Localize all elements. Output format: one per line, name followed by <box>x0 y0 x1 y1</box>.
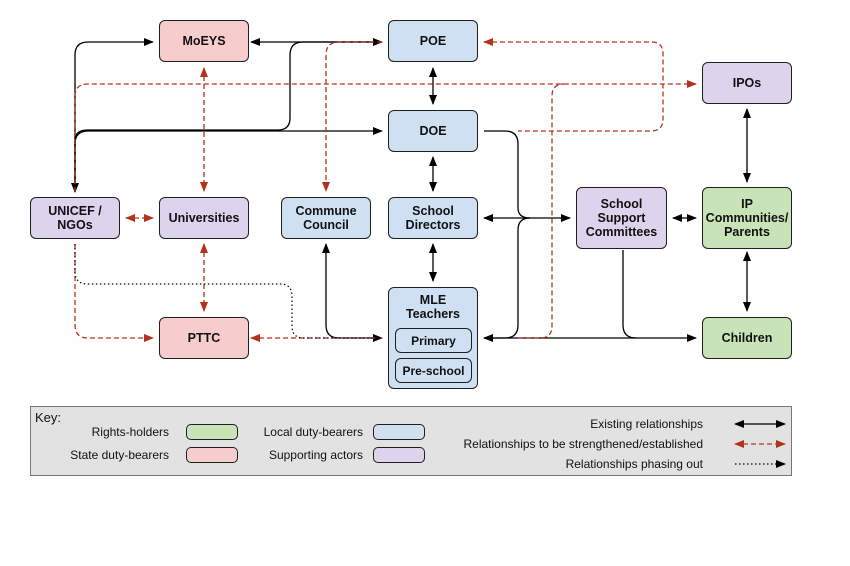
node-ip-communities-parents: IP Communities/ Parents <box>702 187 792 249</box>
node-ipos: IPOs <box>702 62 792 104</box>
node-universities: Universities <box>159 197 249 239</box>
node-school-directors: School Directors <box>388 197 478 239</box>
legend-local-duty-bearers-swatch <box>373 424 425 440</box>
legend-state-duty-bearers-label: State duty-bearers <box>70 448 169 462</box>
edge-unicef-doe <box>74 127 383 192</box>
mle-teachers-title: MLE Teachers <box>406 293 460 321</box>
legend-rights-holders-swatch <box>186 424 238 440</box>
legend-title: Key: <box>35 410 62 425</box>
node-commune-council: Commune Council <box>281 197 371 239</box>
mle-preschool: Pre-school <box>395 358 472 383</box>
node-children: Children <box>702 317 792 359</box>
edge-doe-ssc <box>484 130 531 219</box>
mle-primary: Primary <box>395 328 472 353</box>
node-moeys: MoEYS <box>159 20 249 62</box>
legend-rights-holders-label: Rights-holders <box>91 425 169 439</box>
edge-ssc-children <box>622 250 637 339</box>
edge-unicef-ipos <box>74 80 697 192</box>
legend-existing-label: Existing relationships <box>590 417 703 431</box>
node-pttc: PTTC <box>159 317 249 359</box>
node-poe: POE <box>388 20 478 62</box>
edge-commune-mle <box>322 243 383 342</box>
legend-strengthened-label: Relationships to be strengthened/establi… <box>463 437 704 451</box>
node-doe: DOE <box>388 110 478 152</box>
node-mle-teachers: MLE Teachers Primary Pre-school <box>388 287 478 389</box>
edge-poe-commune <box>322 41 382 192</box>
legend: Key: Rights-holders State duty-bearers L… <box>30 406 792 476</box>
legend-phasing-out-label: Relationships phasing out <box>565 457 703 471</box>
edge-unicef-pttc <box>74 244 154 342</box>
edge-unicef-poe <box>74 41 382 192</box>
edge-poe-doe-ipcomm <box>483 38 664 132</box>
edge-unicef-mle-phasing <box>74 244 382 339</box>
edge-mle-ipos <box>518 83 565 339</box>
node-school-support-committees: School Support Committees <box>576 187 667 249</box>
legend-local-duty-bearers-label: Local duty-bearers <box>263 425 363 439</box>
legend-line-samples <box>734 420 786 468</box>
edge-mle-ssc <box>484 217 531 339</box>
legend-supporting-actors-label: Supporting actors <box>268 448 363 462</box>
node-unicef-ngos: UNICEF / NGOs <box>30 197 120 239</box>
legend-state-duty-bearers-swatch <box>186 447 238 463</box>
legend-supporting-actors-swatch <box>373 447 425 463</box>
edge-moeys-unicef <box>71 38 154 193</box>
